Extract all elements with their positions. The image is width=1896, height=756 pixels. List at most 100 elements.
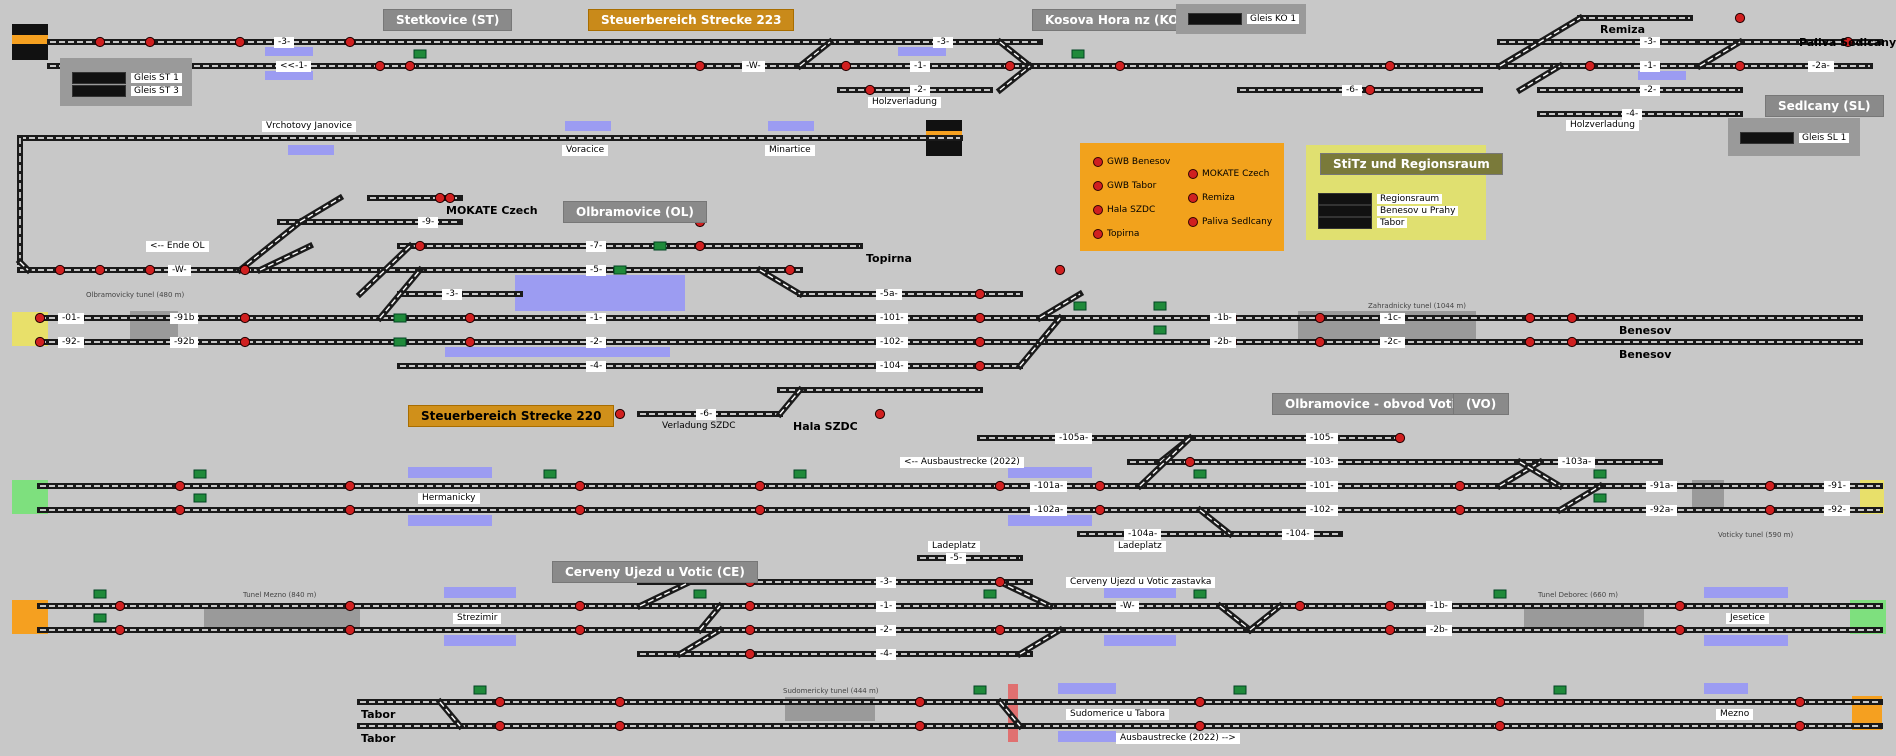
status-led bbox=[1188, 169, 1198, 179]
track-rail bbox=[439, 701, 461, 727]
header-olbramovice-votice: Olbramovice - obvod Votice bbox=[1272, 393, 1484, 415]
track-label: -92b bbox=[170, 337, 199, 348]
signal-green-block bbox=[973, 685, 987, 695]
track-rail bbox=[999, 701, 1021, 727]
legend-gwb-benesov[interactable]: GWB Benesov bbox=[1093, 157, 1170, 167]
header-vo: (VO) bbox=[1453, 393, 1510, 415]
legend-label: Hala SZDC bbox=[1107, 205, 1156, 215]
track-label: -105a- bbox=[1055, 433, 1093, 444]
status-led bbox=[1188, 193, 1198, 203]
signal-lamp bbox=[994, 624, 1006, 636]
signal-green-block bbox=[93, 589, 107, 599]
signal-lamp bbox=[754, 480, 766, 492]
gleis-ko1[interactable]: Gleis KO 1 bbox=[1188, 13, 1300, 25]
place-ladeplatz-2: Ladeplatz bbox=[1114, 541, 1166, 552]
status-led bbox=[1093, 181, 1103, 191]
track-label: -105- bbox=[1306, 433, 1338, 444]
legend-gwb-tabor[interactable]: GWB Tabor bbox=[1093, 181, 1156, 191]
track-label: -2b- bbox=[1210, 337, 1236, 348]
signal-lamp bbox=[234, 36, 246, 48]
signal-lamp bbox=[1842, 36, 1854, 48]
track-label: -104- bbox=[876, 361, 908, 372]
signal-lamp bbox=[994, 480, 1006, 492]
signal-lamp bbox=[239, 336, 251, 348]
legend-label: Paliva Sedlcany bbox=[1202, 217, 1273, 227]
place-tabor-2: Tabor bbox=[361, 732, 396, 745]
signal-lamp bbox=[1566, 336, 1578, 348]
track-rail bbox=[1499, 17, 1581, 67]
signal-lamp bbox=[744, 600, 756, 612]
track-label: -92a- bbox=[1646, 505, 1678, 516]
track-label: -91- bbox=[1824, 481, 1850, 492]
platform bbox=[1008, 515, 1092, 526]
legend-hala-szdc[interactable]: Hala SZDC bbox=[1093, 205, 1155, 215]
signal-lamp bbox=[464, 336, 476, 348]
track-label: -3- bbox=[1640, 37, 1661, 48]
legend-label: GWB Benesov bbox=[1107, 157, 1171, 167]
track-rail bbox=[1019, 629, 1061, 655]
track-label: -1b- bbox=[1210, 313, 1236, 324]
track-label: -5- bbox=[946, 553, 967, 564]
platform bbox=[565, 121, 611, 131]
signal-lamp bbox=[144, 264, 156, 276]
legend-paliva[interactable]: Paliva Sedlcany bbox=[1188, 217, 1272, 227]
signal-green-block bbox=[93, 613, 107, 623]
signal-lamp bbox=[1494, 720, 1506, 732]
place-benesov-2: Benesov bbox=[1619, 348, 1672, 361]
signal-lamp bbox=[1524, 312, 1536, 324]
signal-lamp bbox=[914, 720, 926, 732]
legend-topirna[interactable]: Topirna bbox=[1093, 229, 1139, 239]
track-label: -101- bbox=[876, 313, 908, 324]
gleis-ko1-block bbox=[1188, 13, 1242, 25]
gleis-st3[interactable]: Gleis ST 3 bbox=[72, 85, 182, 97]
track-label: -101a- bbox=[1030, 481, 1068, 492]
signal-green-block bbox=[1553, 685, 1567, 695]
track-label: -1- bbox=[586, 313, 607, 324]
signal-lamp bbox=[914, 696, 926, 708]
track-label: -7- bbox=[586, 241, 607, 252]
signal-lamp bbox=[1584, 60, 1596, 72]
place-strezimir: Strezimir bbox=[453, 613, 502, 624]
signal-lamp bbox=[344, 36, 356, 48]
track-label: -1c- bbox=[1380, 313, 1406, 324]
place-voracice: Voracice bbox=[562, 145, 609, 156]
signal-lamp bbox=[434, 192, 446, 204]
stitz-benesov[interactable]: Benesov u Prahy bbox=[1318, 205, 1459, 217]
place-tunel-deborec: Tunel Deborec (660 m) bbox=[1538, 591, 1618, 599]
stitz-regionsraum[interactable]: Regionsraum bbox=[1318, 193, 1443, 205]
signal-lamp bbox=[174, 480, 186, 492]
signal-green-block bbox=[1233, 685, 1247, 695]
header-steuerbereich-223: Steuerbereich Strecke 223 bbox=[588, 9, 795, 31]
gleis-sl1[interactable]: Gleis SL 1 bbox=[1740, 132, 1850, 144]
track-label: -1b- bbox=[1426, 601, 1452, 612]
stitz-label: Regionsraum bbox=[1377, 194, 1443, 204]
track-label: -W- bbox=[742, 61, 765, 72]
signal-lamp bbox=[114, 600, 126, 612]
place-zahradnicky-tunel: Zahradnicky tunel (1044 m) bbox=[1368, 302, 1466, 310]
track-label: -3- bbox=[876, 577, 897, 588]
status-led bbox=[1188, 217, 1198, 227]
signal-lamp bbox=[94, 264, 106, 276]
signal-green-block bbox=[1073, 301, 1087, 311]
track-label: -102- bbox=[1306, 505, 1338, 516]
signal-lamp bbox=[874, 408, 886, 420]
track-label: -2a- bbox=[1808, 61, 1834, 72]
place-sudomerice: Sudomerice u Tabora bbox=[1066, 709, 1170, 720]
track-label: -2c- bbox=[1380, 337, 1406, 348]
platform bbox=[515, 275, 685, 311]
signal-lamp bbox=[744, 648, 756, 660]
signal-lamp bbox=[1454, 504, 1466, 516]
signal-green-block bbox=[1193, 589, 1207, 599]
gleis-st1[interactable]: Gleis ST 1 bbox=[72, 72, 182, 84]
signal-lamp bbox=[694, 240, 706, 252]
track-rail bbox=[799, 41, 831, 67]
signal-lamp bbox=[744, 624, 756, 636]
legend-remiza[interactable]: Remiza bbox=[1188, 193, 1235, 203]
signal-green-block bbox=[693, 589, 707, 599]
signal-green-block bbox=[1493, 589, 1507, 599]
place-voticky-tunel: Voticky tunel (590 m) bbox=[1718, 531, 1794, 539]
platform bbox=[444, 587, 516, 598]
legend-mokate[interactable]: MOKATE Czech bbox=[1188, 169, 1269, 179]
stitz-tabor[interactable]: Tabor bbox=[1318, 217, 1408, 229]
